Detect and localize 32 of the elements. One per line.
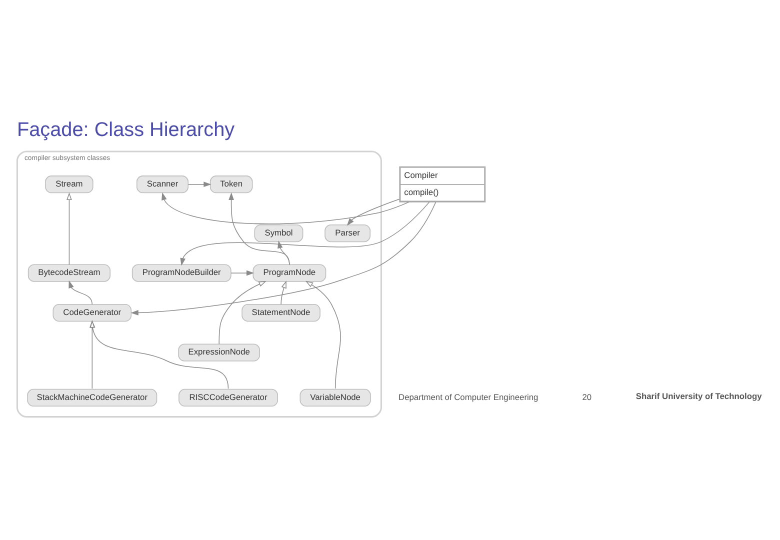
node-box: Scanner bbox=[136, 176, 188, 194]
node-box: CodeGenerator bbox=[52, 304, 132, 322]
arrow bbox=[346, 198, 400, 226]
arrow bbox=[90, 320, 229, 389]
arrow bbox=[278, 240, 290, 266]
node-box: Stream bbox=[45, 176, 94, 194]
arrow bbox=[230, 270, 254, 276]
node-box: Parser bbox=[324, 224, 370, 242]
arrow bbox=[218, 281, 266, 345]
node-box: RISCCodeGenerator bbox=[178, 388, 278, 406]
arrow bbox=[305, 280, 341, 389]
node-box: Symbol bbox=[254, 224, 304, 242]
node-box: ProgramNode bbox=[252, 264, 326, 282]
arrow bbox=[280, 280, 286, 305]
node-box: ExpressionNode bbox=[178, 344, 260, 362]
label: Sharif University of Technology bbox=[636, 391, 762, 402]
arrow bbox=[66, 192, 72, 266]
node-box: ProgramNodeBuilder bbox=[132, 264, 232, 282]
node-box: StatementNode bbox=[242, 304, 320, 322]
arrow bbox=[162, 192, 410, 224]
node-box: BytecodeStream bbox=[28, 264, 110, 282]
arrow bbox=[228, 192, 290, 266]
arrow bbox=[188, 182, 212, 188]
arrow bbox=[89, 320, 95, 389]
arrow bbox=[180, 202, 430, 266]
label: 20 bbox=[582, 392, 592, 402]
arrow bbox=[68, 280, 93, 305]
label: Department of Computer Engineering bbox=[398, 392, 538, 402]
diagram-title: Façade: Class Hierarchy bbox=[16, 119, 235, 142]
node-box: StackMachineCodeGenerator bbox=[27, 388, 158, 406]
node-box: Token bbox=[210, 176, 253, 194]
node-box: VariableNode bbox=[300, 388, 371, 406]
